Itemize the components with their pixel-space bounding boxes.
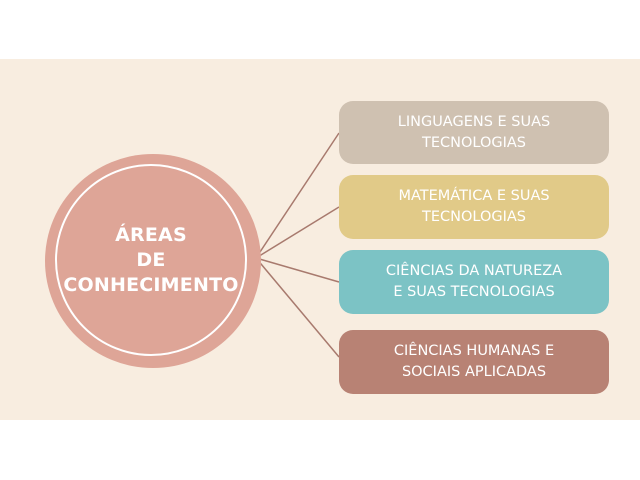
center-title-line-3: CONHECIMENTO [63, 273, 239, 296]
area-box-matematica: MATEMÁTICA E SUAS TECNOLOGIAS [339, 175, 609, 239]
area-label-line: CIÊNCIAS HUMANAS E [393, 343, 555, 359]
area-label-line: SOCIAIS APLICADAS [401, 364, 547, 380]
area-label-line: MATEMÁTICA E SUAS [398, 188, 550, 204]
center-title-line-1: ÁREAS [115, 223, 187, 246]
area-box-linguagens: LINGUAGENS E SUAS TECNOLOGIAS [339, 101, 609, 164]
area-label-line: TECNOLOGIAS [421, 209, 526, 225]
area-box-ciencias-natureza: CIÊNCIAS DA NATUREZA E SUAS TECNOLOGIAS [339, 250, 609, 314]
area-label-line: CIÊNCIAS DA NATUREZA [385, 263, 563, 279]
area-box-ciencias-humanas: CIÊNCIAS HUMANAS E SOCIAIS APLICADAS [339, 330, 609, 394]
area-label-line: E SUAS TECNOLOGIAS [393, 284, 555, 300]
center-title-line-2: DE [136, 248, 166, 271]
area-label-line: LINGUAGENS E SUAS [397, 113, 551, 130]
center-circle-label: ÁREAS DE CONHECIMENTO [55, 164, 247, 356]
area-label-line: TECNOLOGIAS [421, 134, 526, 151]
